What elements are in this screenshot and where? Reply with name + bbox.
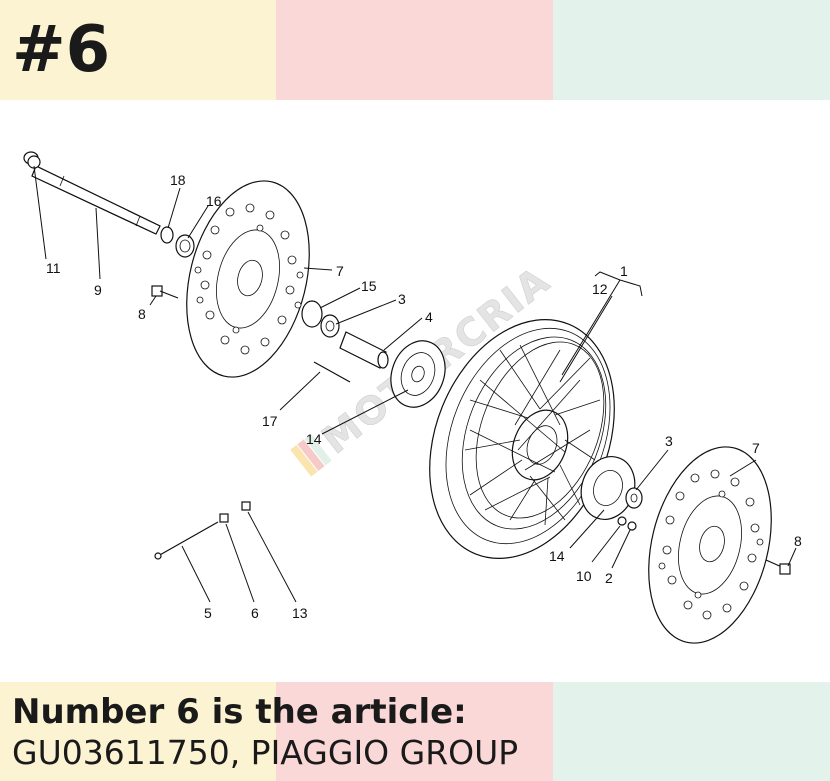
axle-nut-part-11: [23, 151, 41, 169]
label-6: 6: [251, 605, 259, 621]
label-8-left: 8: [138, 306, 146, 322]
label-3-left: 3: [398, 291, 406, 307]
article-code: GU03611750, PIAGGIO GROUP: [12, 733, 519, 772]
axle-part-9: [31, 165, 161, 235]
label-11: 11: [46, 260, 61, 276]
label-4: 4: [425, 309, 433, 325]
label-1: 1: [620, 263, 628, 279]
caption-color-band: [0, 682, 830, 781]
label-12: 12: [592, 281, 608, 297]
bolt-part-8-right: [765, 559, 791, 575]
label-15: 15: [361, 278, 377, 294]
label-3-right: 3: [665, 433, 673, 449]
spacer-tube-part-4: [339, 331, 389, 369]
label-7-right: 7: [752, 440, 760, 456]
label-5: 5: [204, 605, 212, 621]
spacer-part-16: [175, 234, 195, 258]
valve-nut-part-6: [219, 513, 229, 523]
nut-part-2: [627, 521, 637, 531]
label-14-right: 14: [549, 548, 565, 564]
bearing-part-3-right: [625, 487, 643, 509]
label-18: 18: [170, 172, 186, 188]
hub-cover-part-14-left: [390, 340, 446, 408]
label-8-right: 8: [794, 533, 802, 549]
valve-stem-part-5: [154, 521, 219, 560]
label-13: 13: [292, 605, 308, 621]
label-16: 16: [206, 193, 222, 209]
label-10: 10: [576, 568, 592, 584]
valve-cap-part-13: [241, 501, 251, 511]
brake-disc-part-7-right: [648, 446, 772, 644]
bearing-part-3-left: [320, 314, 340, 338]
pin-part-17: [313, 361, 351, 383]
label-2: 2: [605, 570, 613, 586]
circlip-part-18: [160, 226, 174, 244]
brake-disc-part-7-left: [186, 180, 310, 378]
washer-part-10: [617, 516, 627, 526]
label-14-left: 14: [306, 431, 322, 447]
article-caption: Number 6 is the article: GU03611750, PIA…: [12, 692, 518, 774]
exploded-parts-diagram: MOTORCRIA: [0, 100, 830, 682]
label-9: 9: [94, 282, 102, 298]
spoked-wheel-part-1: [429, 319, 615, 559]
leader-lines: [33, 165, 797, 603]
label-17: 17: [262, 413, 278, 429]
part-number-heading: #6: [12, 13, 111, 87]
seal-part-15: [301, 300, 323, 328]
caption-heading: Number 6 is the article:: [12, 692, 467, 732]
label-7-left: 7: [336, 263, 344, 279]
bolt-part-8-left: [151, 285, 179, 299]
header-color-band: [0, 0, 830, 100]
